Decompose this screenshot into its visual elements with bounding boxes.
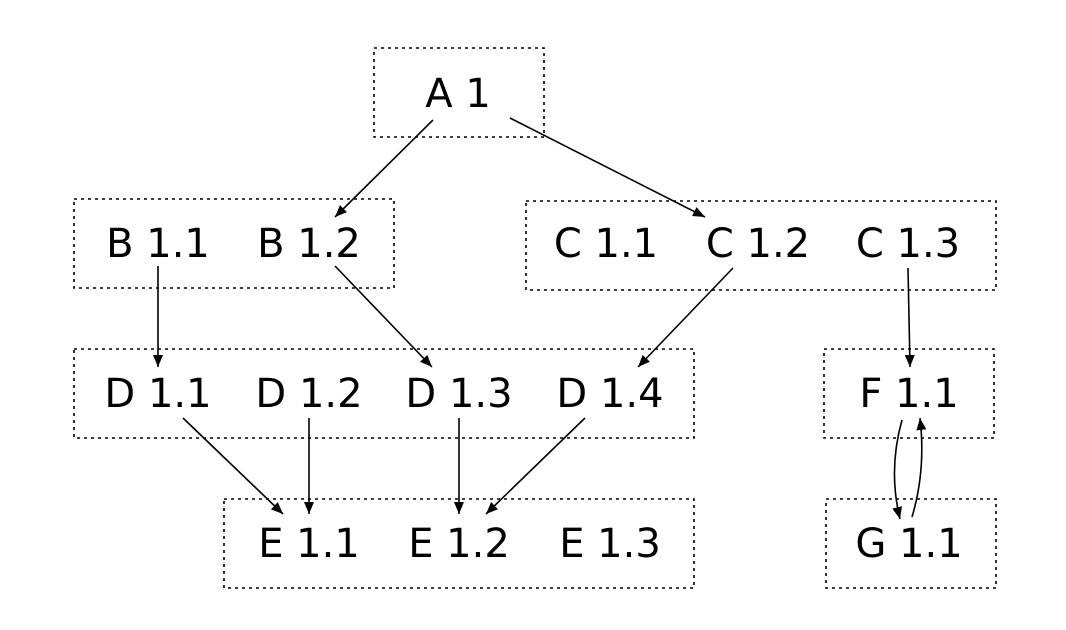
node-d1-1: D 1.1	[104, 371, 211, 417]
edge-f1-1-to-g1-1	[892, 419, 903, 520]
group-d-box	[73, 348, 695, 439]
group-d: D 1.1 D 1.2 D 1.3 D 1.4	[73, 348, 695, 439]
node-e1-1: E 1.1	[258, 521, 360, 567]
group-e-box	[223, 498, 695, 589]
group-b: B 1.1 B 1.2	[73, 198, 395, 289]
edge-c1-2-to-d1-4	[637, 267, 734, 368]
group-c-box	[525, 200, 997, 291]
node-d1-2: D 1.2	[255, 371, 362, 417]
group-a: A 1	[373, 47, 545, 138]
group-c: C 1.1 C 1.2 C 1.3	[525, 200, 997, 291]
group-f-box	[823, 348, 995, 439]
group-a-box	[373, 47, 545, 138]
node-c1-1: C 1.1	[554, 221, 658, 267]
node-d1-4: D 1.4	[556, 371, 663, 417]
group-e: E 1.1 E 1.2 E 1.3	[223, 498, 695, 589]
edge-b1-2-to-d1-3	[334, 265, 433, 368]
group-g: G 1.1	[825, 498, 997, 589]
node-c1-3: C 1.3	[856, 221, 960, 267]
edges	[153, 117, 927, 520]
edge-d1-1-to-e1-1	[182, 417, 284, 515]
node-f1-1: F 1.1	[859, 371, 958, 417]
group-b-box	[73, 198, 395, 289]
node-c1-2: C 1.2	[706, 221, 810, 267]
node-a1: A 1	[425, 71, 491, 117]
node-e1-2: E 1.2	[408, 521, 510, 567]
edge-a1-to-c1-2	[509, 117, 706, 218]
node-b1-2: B 1.2	[257, 221, 361, 267]
edge-d1-4-to-e1-2	[485, 417, 586, 515]
group-f: F 1.1	[823, 348, 995, 439]
edge-c1-3-to-f1-1	[904, 267, 915, 368]
node-b1-1: B 1.1	[106, 221, 210, 267]
edge-a1-to-b1-2	[334, 119, 434, 218]
node-g1-1: G 1.1	[855, 521, 962, 567]
node-d1-3: D 1.3	[405, 371, 512, 417]
edge-g1-1-to-f1-1	[911, 417, 927, 518]
node-e1-3: E 1.3	[559, 521, 661, 567]
group-g-box	[825, 498, 997, 589]
